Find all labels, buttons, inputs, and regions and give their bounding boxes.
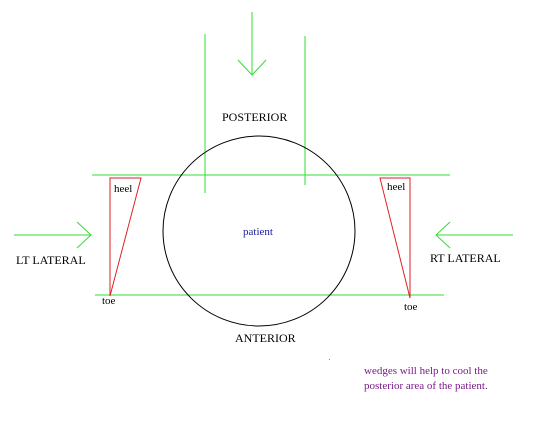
right-heel-label: heel (387, 181, 405, 193)
rt-lateral-label: RT LATERAL (430, 251, 501, 265)
posterior-label: POSTERIOR (222, 110, 287, 124)
left-toe-label: toe (102, 295, 116, 307)
lt-lateral-label: LT LATERAL (16, 253, 86, 267)
anterior-label: ANTERIOR (235, 331, 296, 345)
left-wedge (109, 177, 142, 297)
note-line-2: posterior area of the patient. (364, 380, 488, 392)
right-wedge (379, 177, 411, 299)
note-line-1: wedges will help to cool the (364, 365, 488, 377)
patient-label: patient (243, 226, 273, 238)
left-heel-label: heel (114, 183, 132, 195)
lt-lateral-arrow-icon (14, 221, 92, 249)
posterior-arrow-icon (237, 12, 267, 76)
stray-dot (329, 359, 330, 360)
patient-outline (162, 135, 356, 327)
right-toe-label: toe (404, 301, 418, 313)
rt-lateral-arrow-icon (435, 221, 513, 249)
